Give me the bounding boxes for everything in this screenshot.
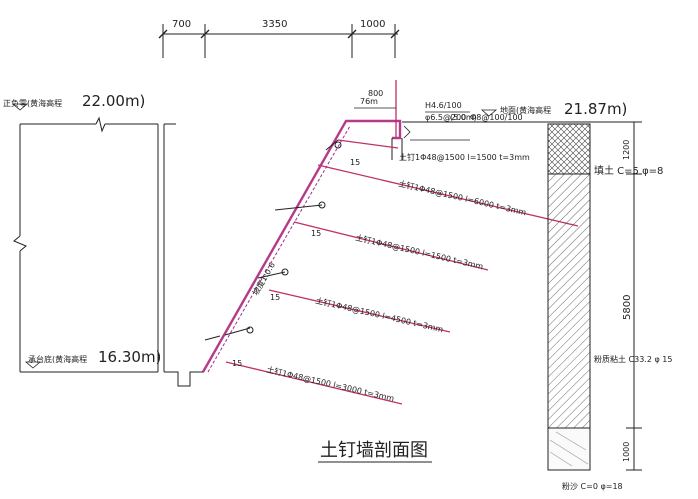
building-outline xyxy=(11,103,204,387)
top-width-label: 800 xyxy=(368,89,383,98)
dim-1000: 1000 xyxy=(360,19,385,30)
dim-700: 700 xyxy=(172,19,191,30)
soil-fill-label: 填土 C=5 φ=8 xyxy=(594,164,663,177)
top-sub-label: 76m xyxy=(360,97,378,106)
sloped-wall xyxy=(201,80,403,373)
nail-label-4: 土钉1Φ48@1500 l=4500 t=3mm xyxy=(315,295,445,334)
soil-sand-label: 粉沙 C=0 φ=18 xyxy=(562,481,623,491)
nail-angle-3: 15 xyxy=(270,293,280,302)
nail-angle-2: 15 xyxy=(311,229,321,238)
dim-1000-right: 1000 xyxy=(622,442,631,462)
dim-5800: 5800 xyxy=(622,295,633,320)
top-dimension-line: 700 3350 1000 xyxy=(158,19,400,58)
ground-value: 21.87m) xyxy=(564,100,627,118)
nails-group xyxy=(204,139,579,405)
soil-silt-label: 粉质粘土 C33.2 φ 15 xyxy=(594,354,672,364)
note-line-1: H4.6/100 xyxy=(425,101,462,110)
nail-label-2: 土钉1Φ48@1500 l=6000 t=3mm xyxy=(398,178,528,217)
ground-level: 地面(黄海高程 21.87m) xyxy=(402,100,640,123)
nail-5 xyxy=(204,335,403,405)
nail-label-3: 土钉1Φ48@1500 l=1500 t=3mm xyxy=(355,232,485,271)
nail-2 xyxy=(274,164,579,227)
note-line-3: (5.0m) xyxy=(450,113,477,122)
nail-angle-1: 15 xyxy=(350,158,360,167)
nail-label-1: 土钉1Φ48@1500 l=1500 t=3mm xyxy=(399,152,530,162)
level-top-left-value: 22.00m) xyxy=(82,92,145,110)
level-bottom-left-label: 承台底(黄海高程 xyxy=(28,354,87,364)
nail-angle-4: 15 xyxy=(232,359,242,368)
diagram-title: 土钉墙剖面图 xyxy=(320,440,428,461)
nail-1 xyxy=(325,139,399,151)
right-dimension-line: 1200 5800 1000 xyxy=(622,121,642,471)
soil-column xyxy=(547,123,591,471)
nail-3 xyxy=(257,221,489,279)
note-line-4: Φ8@100/100 xyxy=(470,113,523,122)
nail-label-5: 土钉1Φ48@1500 l=3000 t=3mm xyxy=(266,364,396,403)
nail-4 xyxy=(224,289,451,336)
note-line-2: φ6.5@200 xyxy=(425,113,466,122)
dim-3350: 3350 xyxy=(262,19,287,30)
ground-label: 地面(黄海高程 xyxy=(500,105,551,115)
dim-1200: 1200 xyxy=(622,140,631,160)
level-top-left-label: 正负零(黄海高程 xyxy=(3,98,62,108)
top-note: 800 76m H4.6/100 φ6.5@200 (5.0m) Φ8@100/… xyxy=(354,89,523,141)
level-bottom-left-value: 16.30m) xyxy=(98,348,161,366)
